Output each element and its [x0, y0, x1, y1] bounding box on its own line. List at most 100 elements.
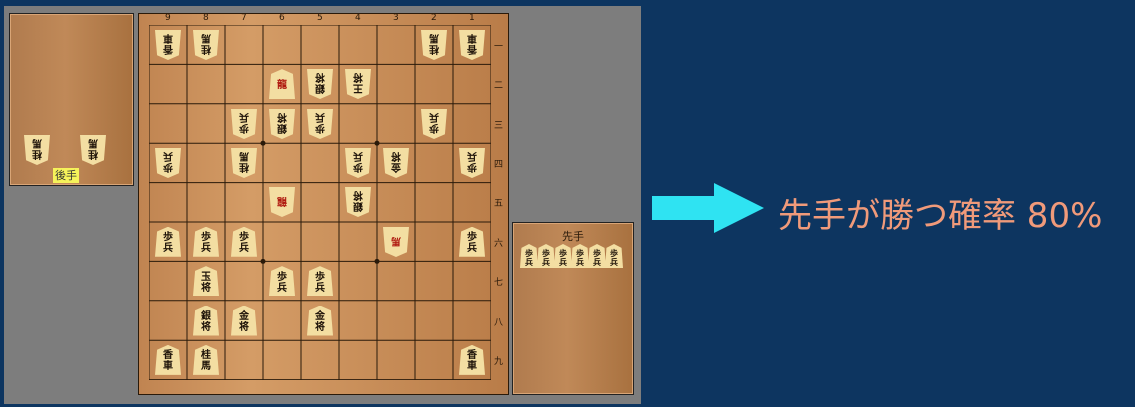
shogi-piece[interactable]: 龍	[269, 187, 295, 217]
piece-kanji: 兵	[277, 283, 287, 294]
piece-kanji: 歩	[163, 232, 173, 243]
piece-kanji: 車	[163, 32, 173, 43]
piece-kanji: 歩	[163, 161, 173, 172]
piece-kanji: 車	[467, 361, 477, 372]
piece-kanji: 馬	[32, 138, 42, 149]
piece-kanji: 兵	[163, 243, 173, 254]
shogi-piece[interactable]: 歩兵	[193, 227, 219, 257]
piece-kanji: 香	[467, 350, 477, 361]
piece-kanji: 馬	[201, 361, 211, 372]
piece-kanji: 将	[315, 322, 325, 333]
shogi-piece[interactable]: 香車	[155, 345, 181, 375]
shogi-piece[interactable]: 歩兵	[345, 148, 371, 178]
piece-kanji: 香	[163, 350, 173, 361]
piece-kanji: 銀	[315, 83, 325, 94]
shogi-piece[interactable]: 香車	[459, 345, 485, 375]
piece-kanji: 兵	[315, 283, 325, 294]
shogi-piece[interactable]: 銀将	[269, 109, 295, 139]
piece-kanji: 将	[353, 72, 363, 83]
shogi-piece[interactable]: 桂馬	[193, 345, 219, 375]
piece-kanji: 馬	[201, 32, 211, 43]
shogi-piece[interactable]: 歩兵	[231, 227, 257, 257]
piece-kanji: 歩	[315, 122, 325, 133]
piece-kanji: 歩	[201, 232, 211, 243]
right-arrow-icon	[652, 183, 764, 233]
shogi-piece[interactable]: 歩兵	[269, 266, 295, 296]
piece-kanji: 将	[353, 190, 363, 201]
shogi-piece[interactable]: 桂馬	[193, 30, 219, 60]
piece-kanji: 馬	[239, 150, 249, 161]
shogi-piece[interactable]: 銀将	[307, 69, 333, 99]
piece-kanji: 歩	[239, 232, 249, 243]
shogi-piece[interactable]: 香車	[155, 30, 181, 60]
piece-kanji: 王	[353, 83, 363, 94]
piece-kanji: 将	[315, 72, 325, 83]
shogi-piece[interactable]: 金将	[307, 306, 333, 336]
shogi-piece[interactable]: 歩兵	[537, 244, 555, 268]
piece-kanji: 兵	[467, 150, 477, 161]
piece-kanji: 歩	[239, 122, 249, 133]
piece-kanji: 兵	[239, 243, 249, 254]
shogi-piece[interactable]: 歩兵	[307, 109, 333, 139]
shogi-piece[interactable]: 王将	[345, 69, 371, 99]
piece-kanji: 馬	[429, 32, 439, 43]
piece-kanji: 兵	[353, 150, 363, 161]
shogi-piece[interactable]: 銀将	[193, 306, 219, 336]
piece-kanji: 兵	[542, 258, 550, 267]
piece-kanji: 歩	[429, 122, 439, 133]
shogi-piece[interactable]: 歩兵	[459, 227, 485, 257]
shogi-piece[interactable]: 桂馬	[80, 135, 106, 165]
shogi-piece[interactable]: 歩兵	[571, 244, 589, 268]
shogi-piece[interactable]: 桂馬	[421, 30, 447, 60]
shogi-piece[interactable]: 歩兵	[588, 244, 606, 268]
shogi-piece[interactable]: 龍	[269, 69, 295, 99]
piece-kanji: 金	[239, 311, 249, 322]
win-probability-text: 先手が勝つ確率 80%	[778, 188, 1102, 237]
piece-kanji: 兵	[163, 150, 173, 161]
shogi-piece[interactable]: 桂馬	[231, 148, 257, 178]
piece-kanji: 兵	[559, 258, 567, 267]
piece-kanji: 兵	[239, 111, 249, 122]
piece-kanji: 歩	[467, 232, 477, 243]
shogi-piece[interactable]: 歩兵	[155, 227, 181, 257]
piece-kanji: 将	[391, 150, 401, 161]
piece-kanji: 桂	[201, 350, 211, 361]
shogi-piece[interactable]: 歩兵	[421, 109, 447, 139]
shogi-piece[interactable]: 歩兵	[155, 148, 181, 178]
piece-kanji: 桂	[32, 149, 42, 160]
piece-kanji: 兵	[201, 243, 211, 254]
piece-kanji: 龍	[277, 80, 287, 91]
piece-kanji: 桂	[201, 43, 211, 54]
piece-kanji: 玉	[201, 272, 211, 283]
shogi-piece[interactable]: 歩兵	[520, 244, 538, 268]
arrow-shape	[652, 183, 764, 233]
shogi-piece[interactable]: 金将	[231, 306, 257, 336]
piece-kanji: 兵	[315, 111, 325, 122]
shogi-piece[interactable]: 歩兵	[554, 244, 572, 268]
piece-kanji: 歩	[277, 272, 287, 283]
shogi-piece[interactable]: 銀将	[345, 187, 371, 217]
piece-kanji: 将	[201, 322, 211, 333]
shogi-piece[interactable]: 香車	[459, 30, 485, 60]
piece-kanji: 馬	[391, 235, 401, 246]
piece-kanji: 兵	[610, 258, 618, 267]
piece-kanji: 金	[391, 161, 401, 172]
piece-kanji: 銀	[277, 122, 287, 133]
piece-kanji: 車	[467, 32, 477, 43]
piece-kanji: 銀	[353, 201, 363, 212]
piece-kanji: 香	[163, 43, 173, 54]
shogi-piece[interactable]: 歩兵	[605, 244, 623, 268]
shogi-piece[interactable]: 歩兵	[307, 266, 333, 296]
piece-kanji: 兵	[429, 111, 439, 122]
piece-kanji: 将	[239, 322, 249, 333]
piece-kanji: 将	[277, 111, 287, 122]
shogi-piece[interactable]: 玉将	[193, 266, 219, 296]
shogi-piece[interactable]: 馬	[383, 227, 409, 257]
shogi-piece[interactable]: 金将	[383, 148, 409, 178]
piece-kanji: 銀	[201, 311, 211, 322]
piece-kanji: 桂	[429, 43, 439, 54]
shogi-piece[interactable]: 歩兵	[459, 148, 485, 178]
shogi-piece[interactable]: 桂馬	[24, 135, 50, 165]
shogi-piece[interactable]: 歩兵	[231, 109, 257, 139]
